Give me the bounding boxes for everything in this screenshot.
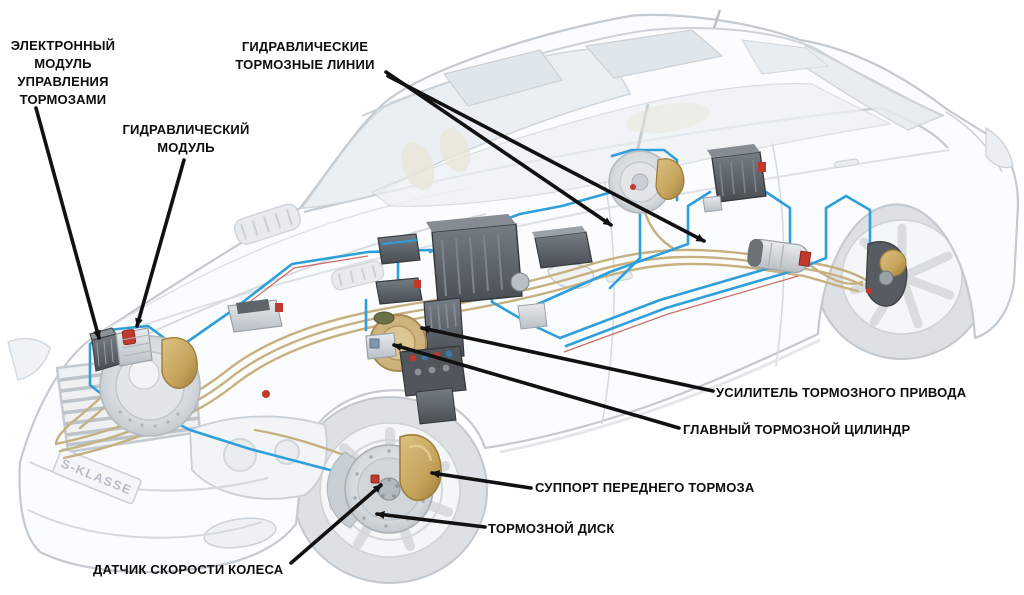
brake-line-fitting (262, 390, 270, 398)
tail-light (985, 126, 1014, 169)
label-front-brake-caliper: СУППОРТ ПЕРЕДНЕГО ТОРМОЗА (535, 480, 755, 495)
sunroof-front (442, 49, 563, 107)
sunroof-rear (584, 29, 724, 79)
ecu-box-mid-upper (377, 233, 421, 265)
fog-light (203, 517, 277, 549)
disc-drill-holes (118, 410, 180, 428)
far-headlight (7, 337, 51, 381)
label-hydraulic-brake-lines: ГИДРАВЛИЧЕСКИЕ ТОРМОЗНЫЕ ЛИНИИ (235, 39, 375, 72)
leader-master-cylinder (392, 343, 681, 430)
ecu-box-mid-lower (375, 277, 423, 305)
ecu-box-left (227, 299, 283, 333)
engine-block (426, 214, 530, 305)
rear-caliper (655, 158, 685, 200)
leader-booster (420, 325, 715, 393)
brake-actuator (747, 238, 812, 274)
front-caliper-gold (399, 434, 442, 502)
parking-brake-module (702, 144, 767, 213)
label-master-brake-cylinder: ГЛАВНЫЙ ТОРМОЗНОЙ ЦИЛИНДР (683, 422, 911, 437)
label-hydraulic-module: ГИДРАВЛИЧЕСКИЙ МОДУЛЬ (122, 122, 250, 155)
leader-hydraulic-lines-1 (384, 70, 613, 227)
leader-hydraulic-lines-2 (386, 74, 706, 243)
leader-electronic-module (34, 106, 101, 340)
hydraulic-module-unit (115, 327, 153, 367)
brake-booster-unit (365, 297, 467, 425)
label-brake-booster: УСИЛИТЕЛЬ ТОРМОЗНОГО ПРИВОДА (716, 385, 967, 400)
fluid-reservoir-cap (373, 311, 395, 325)
front-door-cut (601, 177, 615, 425)
connector-box (702, 195, 723, 213)
leader-lines (34, 70, 715, 565)
leader-hydraulic-module (135, 158, 186, 328)
side-glass (370, 83, 892, 207)
cowl-module (532, 226, 593, 269)
roof-panel (741, 39, 830, 75)
leader-disc (375, 510, 487, 529)
pedal-bracket (415, 387, 457, 425)
small-relay-box (517, 302, 548, 330)
seats (401, 102, 710, 191)
rear-brake-assembly (608, 150, 685, 214)
signal-wire-red (233, 255, 799, 353)
far-side-caliper (161, 337, 198, 389)
leader-sensor (289, 483, 383, 565)
rear-hub-assembly (865, 241, 908, 307)
hood-vent (233, 203, 385, 291)
label-electronic-brake-control-module: ЭЛЕКТРОННЫЙ МОДУЛЬ УПРАВЛЕНИЯ ТОРМОЗАМИ (10, 38, 116, 107)
label-wheel-speed-sensor: ДАТЧИК СКОРОСТИ КОЛЕСА (93, 562, 284, 577)
rear-door-handle (833, 158, 859, 169)
wheel-speed-sensor-dot (370, 474, 380, 484)
electronic-control-module (89, 327, 121, 372)
valve-block (399, 345, 467, 397)
antenna (712, 9, 722, 29)
label-brake-disc: ТОРМОЗНОЙ ДИСК (488, 521, 615, 536)
leader-caliper (430, 470, 533, 490)
